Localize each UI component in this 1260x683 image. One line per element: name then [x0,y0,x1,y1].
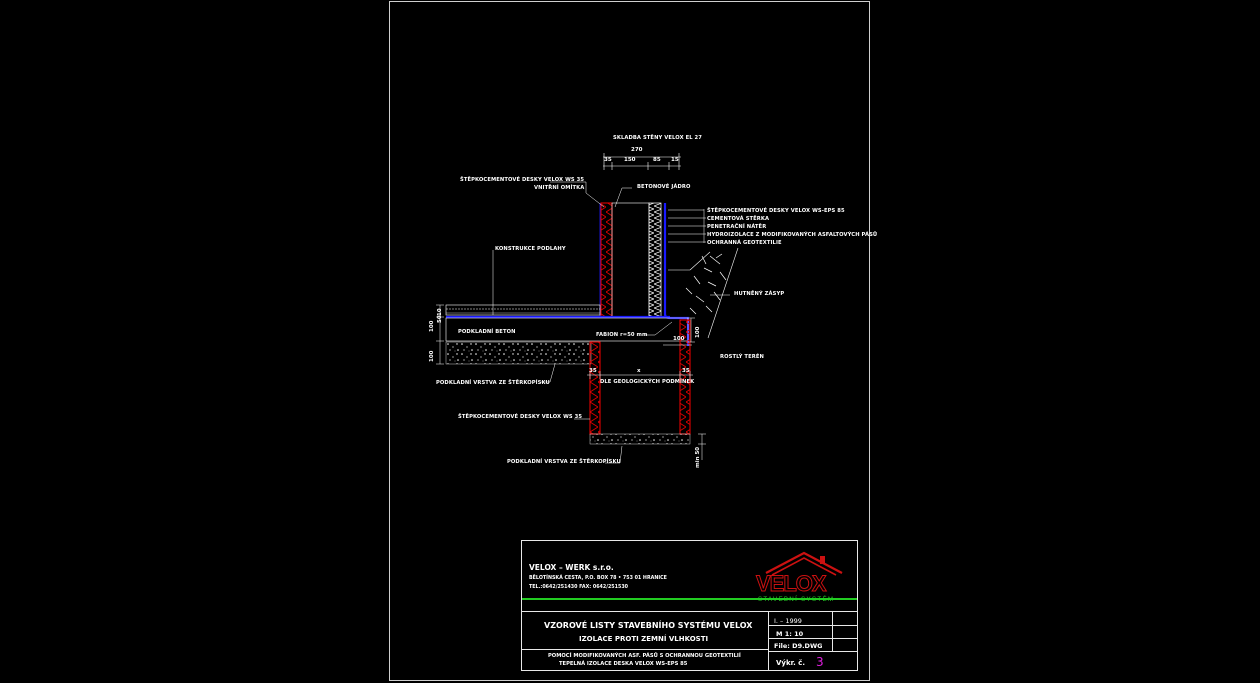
dim-part-2: 150 [624,157,636,163]
label-right-layer-4: HYDROIZOLACE Z MODIFIKOVANÝCH ASFALTOVÝC… [707,232,878,238]
roof-icon [765,551,843,576]
dim-part-4: 15 [671,157,679,163]
description-1: POMOCÍ MODIFIKOVANÝCH ASF. PÁSŮ S OCHRAN… [548,653,741,659]
left-dim-chain [436,304,444,365]
leader-lines [492,181,730,464]
foundation-gravel [589,433,691,445]
label-concrete-core: BETONOVÉ JÁDRO [637,184,691,190]
foundation-dims [587,371,693,379]
dim-35-left: 35 [589,368,597,374]
drawing-sheet: SKLADBA STĚNY VELOX EL 27 270 35 150 85 … [389,1,877,681]
terrain-slope [668,247,739,339]
label-inner-plaster: VNITŘNÍ OMÍTKA [534,185,585,191]
label-sub-concrete: PODKLADNÍ BETON [458,329,516,335]
label-left-boards: ŠTĚPKOCEMENTOVÉ DESKY VELOX WS 35 [460,177,585,183]
file-name: File: D9.DWG [774,642,823,650]
divider-2 [522,649,768,650]
vertical-divider [768,611,769,671]
row-div-2 [768,638,857,639]
dim-100-left-b: 100 [429,350,435,362]
sheet-number: 3 [816,655,824,669]
left-wall-board [600,202,613,318]
dim-min-50: min 50 [695,446,701,468]
right-dims [663,317,706,460]
label-geological: DLE GEOLOGICKÝCH PODMÍNEK [600,379,695,385]
detail-drawing [436,153,739,464]
sheet-number-label: Výkr. č. [776,659,805,667]
label-right-layer-3: PENETRAČNÍ NÁTĚR [707,224,767,230]
dim-35-right: 35 [682,368,690,374]
dim-part-1: 35 [604,157,612,163]
row-div-3 [768,651,857,652]
dim-100-left-a: 100 [429,320,435,332]
logo-wordmark: VELOX [756,571,828,597]
gravel-bed [445,341,592,365]
velox-logo: VELOX STAVEBNÍ SYSTÉM [754,551,854,603]
dim-100-fabion: 100 [673,336,685,342]
dim-50: 50 [437,315,443,323]
issue-date: I. – 1999 [774,617,802,625]
title-block: VELOX – WERK s.r.o. BĚLOTÍNSKÁ CESTA, P.… [521,540,858,671]
wall-composition-label: SKLADBA STĚNY VELOX EL 27 [613,135,702,141]
wall-dimension-lines [603,153,681,170]
sheet-title-1: VZOROVÉ LISTY STAVEBNÍHO SYSTÉMU VELOX [544,621,753,630]
label-right-layer-2: CEMENTOVÁ STĚRKA [707,216,770,222]
dim-part-3: 85 [653,157,661,163]
dim-100-right: 100 [695,326,701,338]
dim-total: 270 [631,147,643,153]
row-div-1 [768,625,857,626]
label-right-layer-5: OCHRANNÁ GEOTEXTILIE [707,240,782,246]
company-name: VELOX – WERK s.r.o. [529,563,614,572]
green-rule [522,598,857,600]
concrete-core [611,202,650,318]
label-gravel-layer-2: PODKLADNÍ VRSTVA ZE ŠTĚRKOPÍSKU [507,459,621,465]
dim-10: 10 [437,308,443,316]
scale: M 1: 10 [776,630,804,638]
label-right-layer-1: ŠTĚPKOCEMENTOVÉ DESKY VELOX WS-EPS 85 [707,208,845,214]
label-gravel-layer-1: PODKLADNÍ VRSTVA ZE ŠTĚRKOPÍSKU [436,380,550,386]
description-2: TEPELNÁ IZOLACE DESKA VELOX WS-EPS 85 [559,661,688,667]
label-natural-ground: ROSTLÝ TERÉN [720,354,764,360]
label-foundation-boards: ŠTĚPKOCEMENTOVÉ DESKY VELOX WS 35 [458,414,583,420]
company-contact: TEL.:0642/251430 FAX: 0642/251530 [529,585,628,590]
label-backfill: HUTNĚNÝ ZÁSYP [734,291,785,297]
dim-x: x [637,368,641,374]
divider [522,611,857,612]
backfill-hatch [685,253,727,315]
eps-insulation [648,202,662,318]
floor-construction [445,304,601,316]
label-fabion: FABION r=50 mm [596,332,648,338]
col-div [832,611,833,651]
company-address: BĚLOTÍNSKÁ CESTA, P.O. BOX 78 • 753 01 H… [529,576,667,581]
sheet-title-2: IZOLACE PROTI ZEMNÍ VLHKOSTI [579,635,709,643]
label-floor-construction: KONSTRUKCE PODLAHY [495,246,566,252]
